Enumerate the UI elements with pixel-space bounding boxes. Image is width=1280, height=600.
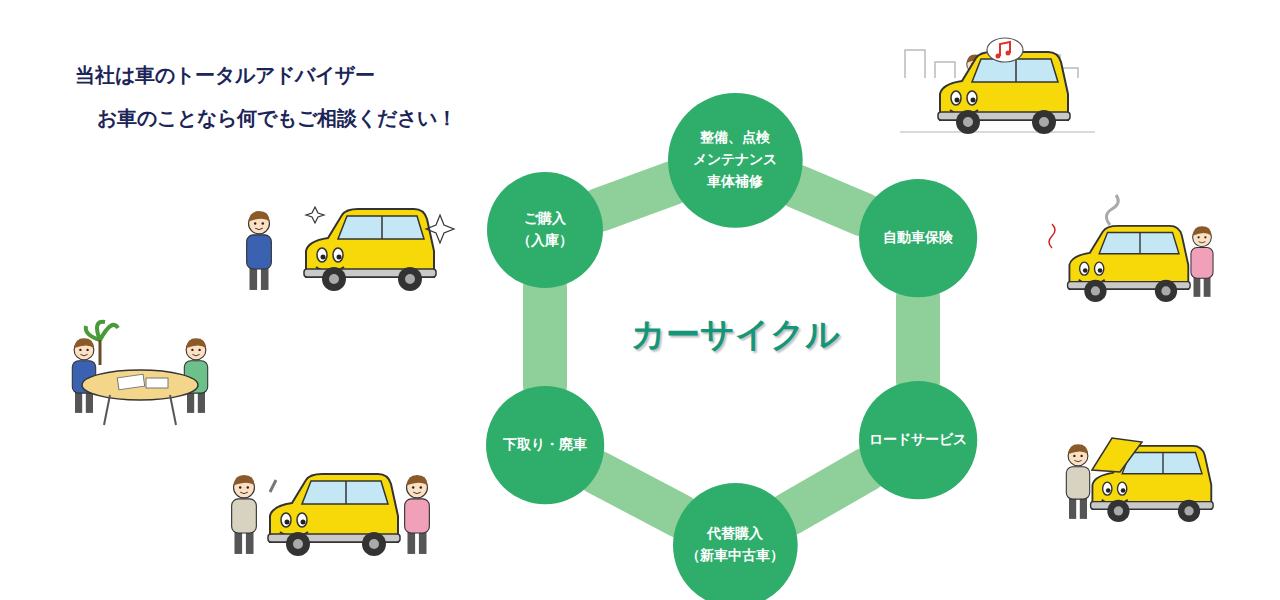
ring-band — [599, 183, 671, 210]
cycle-circle: 整備、点検 メンテナンス 車体補修 — [668, 93, 803, 228]
cycle-circle: 自動車保険 — [859, 179, 977, 297]
circle-label: 代替購入 （新車中古車） — [683, 523, 787, 566]
circle-text-wrap: 自動車保険 — [866, 227, 970, 249]
ring-segment — [789, 469, 867, 514]
ring-band — [597, 473, 680, 516]
circle-fill — [487, 172, 603, 288]
ring-band — [544, 288, 545, 386]
ring-segment — [797, 186, 864, 214]
circle-fill — [673, 483, 798, 600]
cycle-circle: 代替購入 （新車中古車） — [673, 483, 798, 600]
cycle-circle: ご購入 （入庫） — [487, 172, 603, 288]
circle-label: 自動車保険 — [866, 227, 970, 249]
tradein-illustration — [232, 474, 430, 556]
ring-band — [797, 186, 864, 214]
circle-fill — [668, 93, 803, 228]
circle-label: ロードサービス — [866, 429, 970, 451]
ring-band — [917, 297, 918, 381]
meeting-illustration — [72, 322, 207, 425]
circle-text-wrap: ロードサービス — [866, 429, 970, 451]
drive-illustration — [900, 38, 1095, 134]
cycle-circle: 下取り・廃車 — [486, 386, 604, 504]
ring-band — [789, 469, 867, 514]
ring-segment — [599, 183, 671, 210]
ring-segment — [896, 297, 940, 381]
trouble-illustration — [1049, 195, 1213, 302]
circle-text-wrap: 下取り・廃車 — [493, 434, 597, 456]
circle-text-wrap: 代替購入 （新車中古車） — [683, 523, 787, 566]
circle-label: ご購入 （入庫） — [502, 208, 588, 251]
circle-label: 下取り・廃車 — [493, 434, 597, 456]
circle-text-wrap: 整備、点検 メンテナンス 車体補修 — [683, 127, 787, 192]
circle-fill — [486, 386, 604, 504]
circle-fill — [859, 381, 977, 499]
circle-shape — [487, 172, 603, 288]
cycle-circle: ロードサービス — [859, 381, 977, 499]
roadservice-illustration — [1066, 438, 1213, 522]
subtitle-text: お車のことなら何でもご相談ください！ — [97, 105, 457, 132]
purchase-illustration — [247, 207, 454, 291]
circle-text-wrap: ご購入 （入庫） — [502, 208, 588, 251]
circle-shape — [673, 483, 798, 600]
center-label: カーサイクル — [631, 312, 840, 358]
circle-label: 整備、点検 メンテナンス 車体補修 — [683, 127, 787, 192]
ring-segment — [597, 473, 680, 516]
ring-segment — [523, 288, 567, 386]
title-heading: 当社は車のトータルアドバイザー — [75, 62, 375, 89]
circle-fill — [859, 179, 977, 297]
